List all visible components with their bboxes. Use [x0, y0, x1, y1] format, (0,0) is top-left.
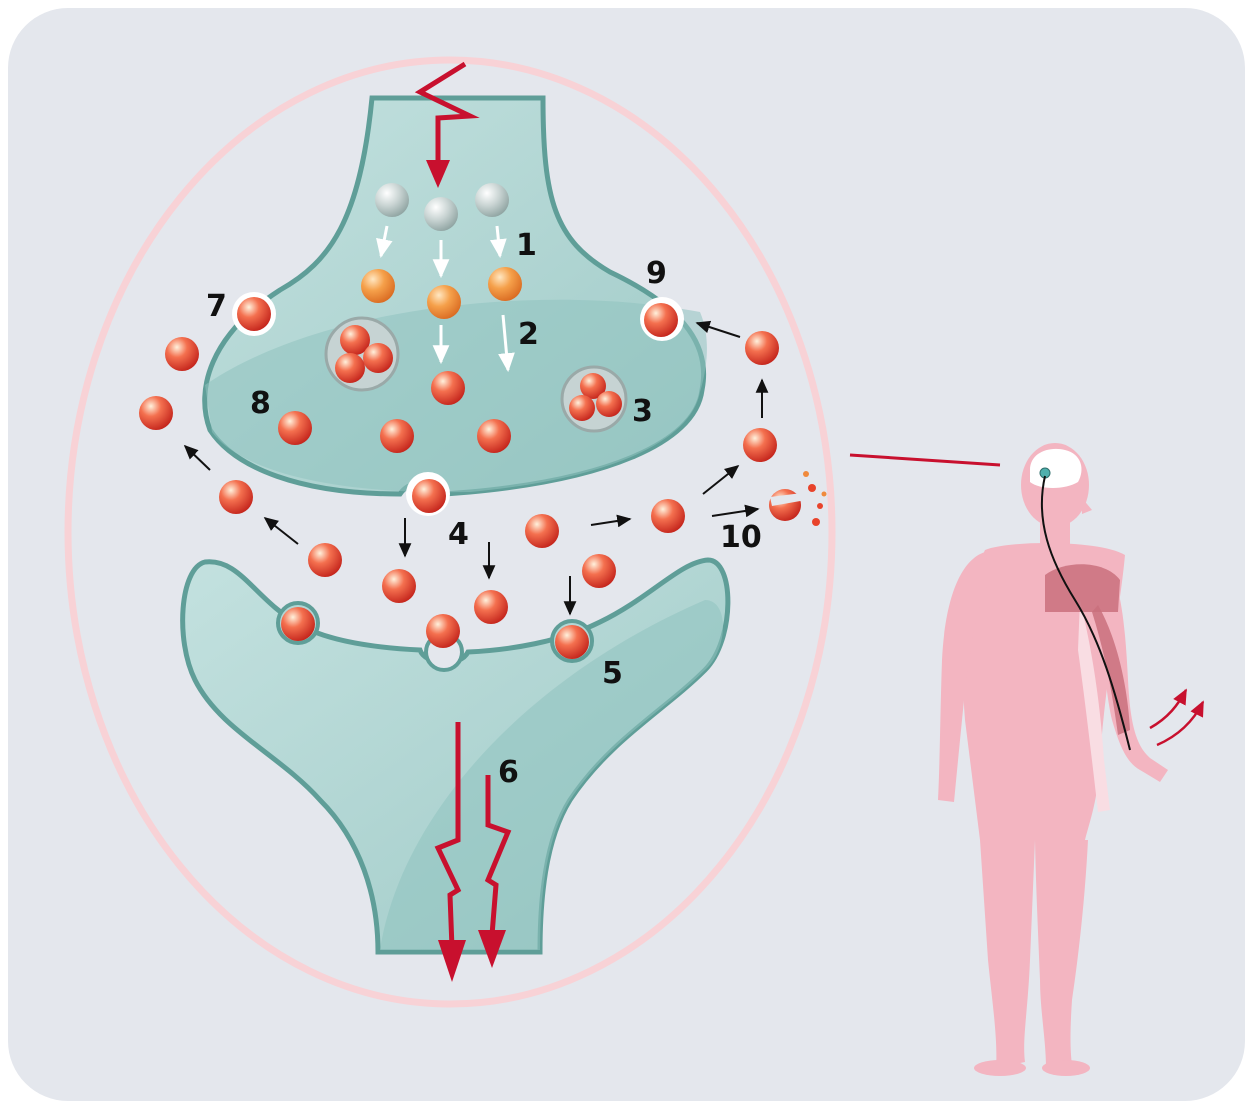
transmitter-molecule: [582, 554, 616, 588]
transmitter-molecule: [308, 543, 342, 577]
label-1: 1: [516, 228, 537, 263]
transmitter-molecule: [525, 514, 559, 548]
transmitter-molecule: [431, 371, 465, 405]
transmitter-molecule: [380, 419, 414, 453]
transmitter-molecule: [743, 428, 777, 462]
label-7: 7: [206, 289, 227, 324]
intermediate-molecule: [427, 285, 461, 319]
label-5: 5: [602, 656, 623, 691]
shoulder-muscle: [1045, 564, 1120, 612]
precursor-molecule: [375, 183, 409, 217]
transmitter-molecule: [237, 297, 271, 331]
precursor-molecule: [424, 197, 458, 231]
transmitter-molecule: [139, 396, 173, 430]
transmitter-molecule: [165, 337, 199, 371]
label-8: 8: [250, 386, 271, 421]
transmitter-molecule: [474, 590, 508, 624]
transmitter-molecule: [278, 411, 312, 445]
transmitter-molecule: [382, 569, 416, 603]
label-3: 3: [632, 394, 653, 429]
label-9: 9: [646, 256, 667, 291]
brain: [1030, 449, 1082, 488]
intermediate-molecule: [488, 267, 522, 301]
transmitter-molecule: [426, 614, 460, 648]
precursor-molecule: [475, 183, 509, 217]
transmitter-molecule: [219, 480, 253, 514]
transmitter-molecule: [644, 303, 678, 337]
label-6: 6: [498, 755, 519, 790]
intermediate-molecule: [361, 269, 395, 303]
label-2: 2: [518, 317, 539, 352]
transmitter-molecule: [477, 419, 511, 453]
label-4: 4: [448, 517, 469, 552]
vesicle-large: [326, 318, 398, 390]
bound-transmitter: [555, 625, 589, 659]
transmitter-molecule: [745, 331, 779, 365]
transmitter-molecule: [412, 479, 446, 513]
transmitter-molecule: [651, 499, 685, 533]
vesicle-small: [562, 367, 626, 431]
label-10: 10: [720, 520, 762, 555]
bound-transmitter: [281, 607, 315, 641]
